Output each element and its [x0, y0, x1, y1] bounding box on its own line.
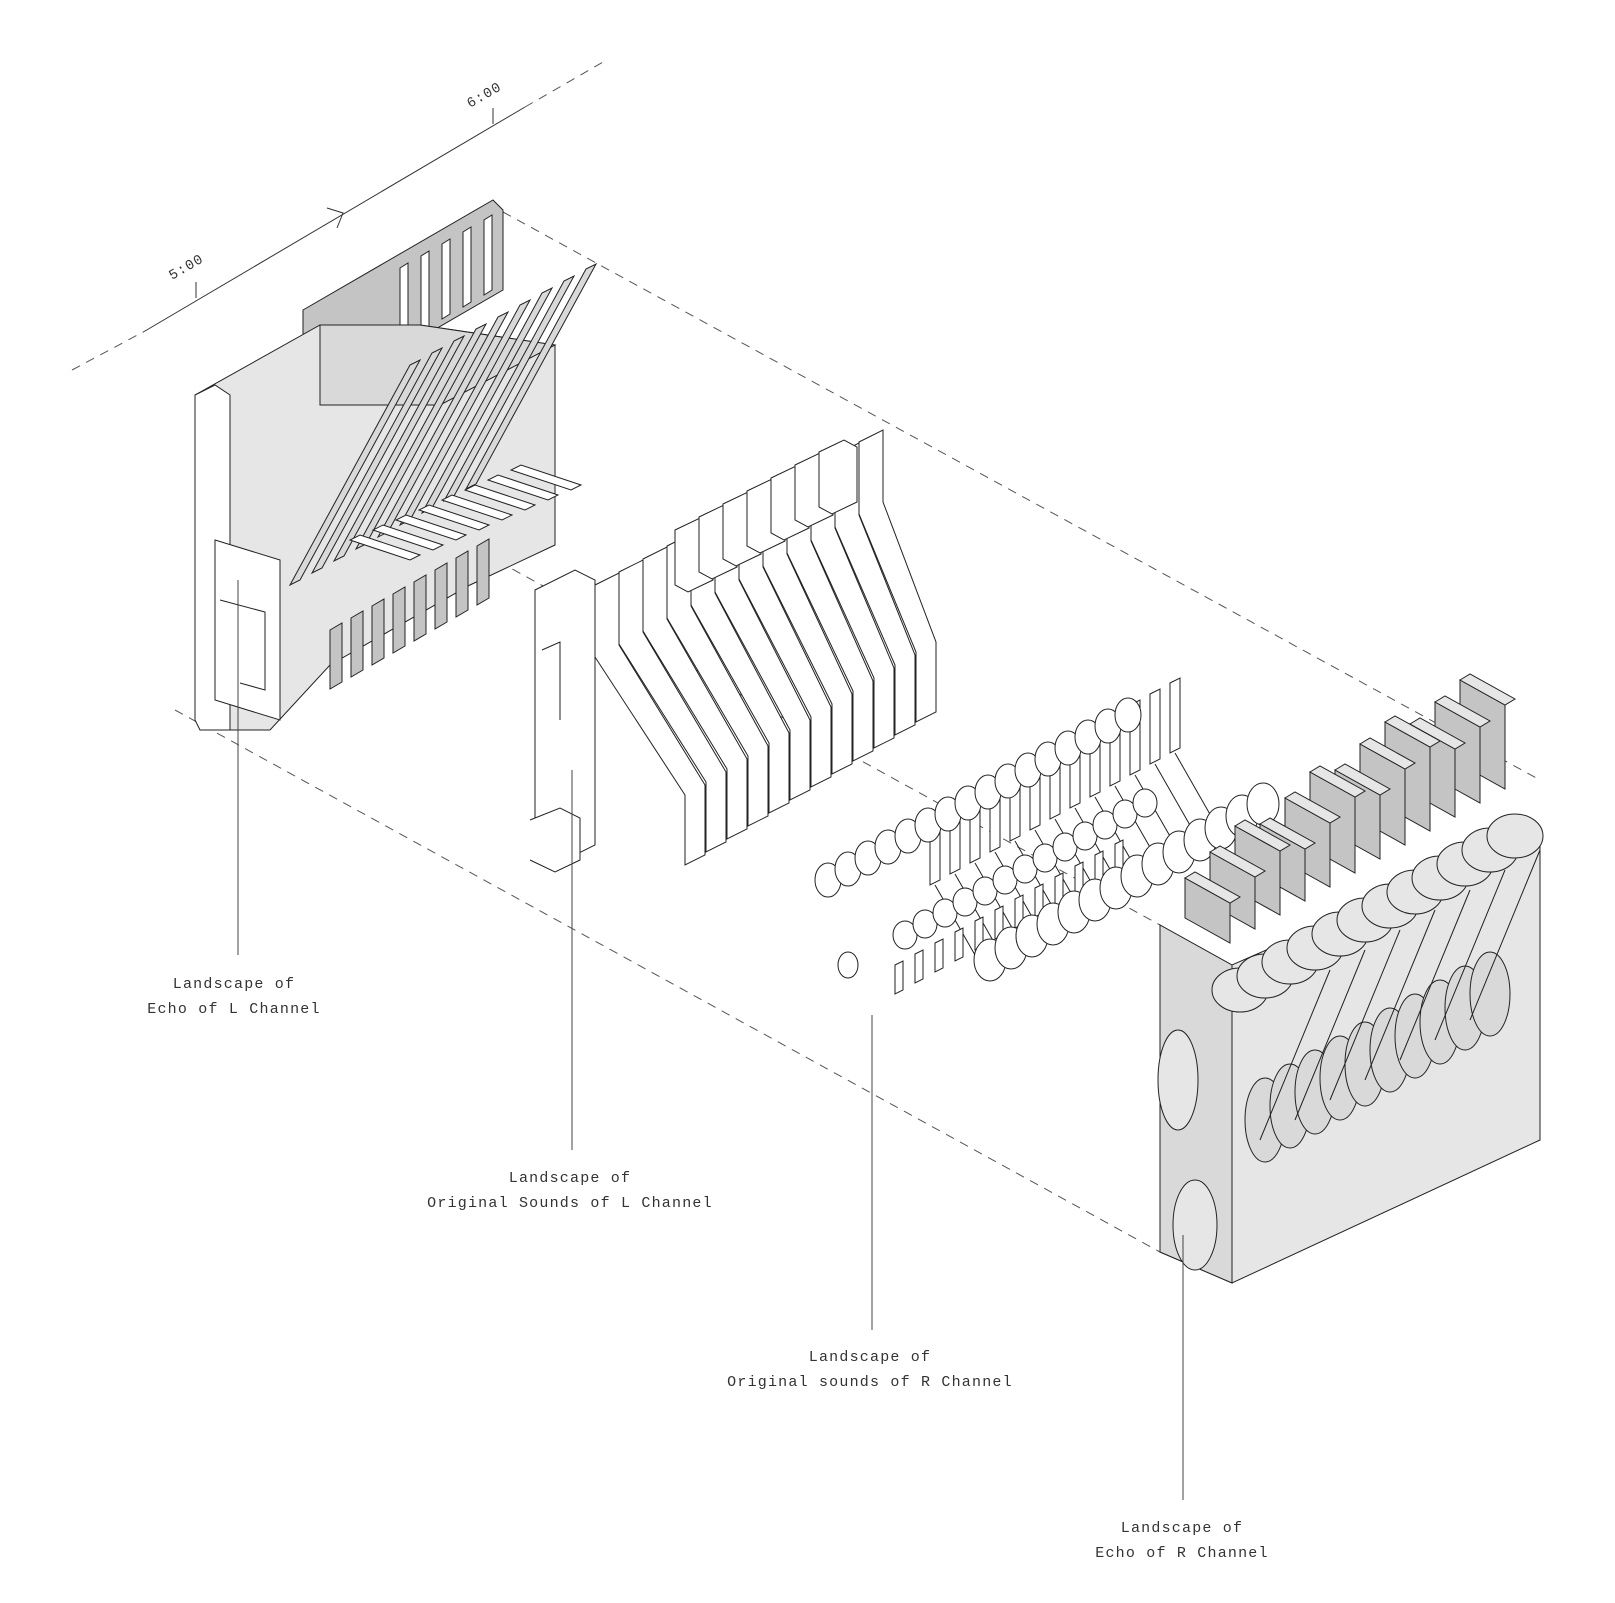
original-r-post	[934, 938, 944, 973]
echo-l-terrace	[486, 474, 560, 501]
echo-r-diagonal-streak	[1469, 849, 1541, 1021]
labels: Landscape of Echo of L Channel Landscape…	[147, 976, 1268, 1562]
echo-r-diagonal-streak	[1364, 909, 1436, 1081]
echo-l-diagonal-strips	[288, 262, 598, 587]
original-r-disc-endcap	[837, 951, 859, 979]
original-l-base-bracket	[529, 807, 581, 873]
echo-l-diagonal-strip	[354, 322, 488, 551]
original-r-disc-middle	[1132, 788, 1158, 818]
label-echo-l-line1: Landscape of	[173, 976, 295, 993]
echo-r-fin-top	[1209, 845, 1266, 878]
echo-l-terrace	[394, 514, 468, 541]
original-r-disc-upper	[1114, 697, 1142, 733]
original-l-plate	[594, 572, 706, 866]
label-echo-r-line2: Echo of R Channel	[1095, 1545, 1268, 1562]
echo-l-back-ribs	[399, 214, 493, 344]
original-r-post	[954, 927, 964, 962]
echo-r-fin-top	[1234, 819, 1291, 852]
echo-l-front-rib	[371, 598, 385, 666]
echo-l-front-rib	[413, 574, 427, 642]
label-echo-r-line1: Landscape of	[1121, 1520, 1243, 1537]
original-l-front-notch	[541, 641, 561, 720]
original-l-plate	[642, 546, 748, 840]
echo-r-fin-top	[1384, 715, 1441, 748]
echo-r-fin-top	[1184, 871, 1241, 904]
echo-l-terrace	[509, 464, 583, 491]
echo-r-side-oval-upper	[1157, 1029, 1199, 1131]
echo-l-front-notch-detail	[219, 599, 266, 691]
echo-r-fin-top	[1259, 817, 1316, 850]
echo-l-front-ribs	[329, 538, 490, 690]
echo-l-terrace	[463, 484, 537, 511]
timeline-dash-right	[524, 61, 604, 108]
echo-l-back-rib	[483, 214, 493, 296]
original-l-plate	[858, 429, 937, 723]
echo-l-front-rib	[350, 610, 364, 678]
label-original-r-line2: Original sounds of R Channel	[727, 1374, 1013, 1391]
original-r-stick-diagonal	[1154, 763, 1196, 835]
echo-l-diagonal-strip	[288, 358, 422, 587]
original-r-disc-lower	[1246, 782, 1280, 826]
alignment-line-bottom	[174, 709, 1161, 1253]
echo-r-diagonal-streak	[1434, 869, 1506, 1041]
label-leaders	[237, 580, 1184, 1500]
echo-l-back-rib	[420, 250, 430, 332]
original-r-post	[914, 949, 924, 984]
echo-l-back-rib	[441, 238, 451, 320]
echo-r-blob-lower	[1469, 951, 1511, 1037]
echo-l-terrace	[417, 504, 491, 531]
landscape-echo-r-model	[1157, 673, 1544, 1284]
echo-r-fins	[1184, 673, 1516, 944]
echo-r-fin-top	[1309, 765, 1366, 798]
timeline-axis-line	[144, 106, 526, 332]
echo-l-front-rib	[476, 538, 490, 606]
echo-l-terrace	[371, 524, 445, 551]
echo-r-fin-top	[1359, 737, 1416, 770]
echo-r-fin-top	[1284, 791, 1341, 824]
timeline-dash-left	[71, 330, 146, 371]
label-original-l-line2: Original Sounds of L Channel	[427, 1195, 713, 1212]
original-l-plate	[618, 559, 727, 853]
original-r-stick-diagonal	[1174, 752, 1216, 824]
echo-r-diagonal-streak	[1329, 929, 1401, 1101]
echo-r-diagonal-streak	[1294, 949, 1366, 1121]
echo-r-side-oval-lower	[1172, 1179, 1218, 1271]
original-l-plate	[834, 442, 916, 736]
original-l-block	[818, 439, 858, 515]
echo-r-fin-top	[1434, 695, 1491, 728]
timeline-tick-label-5: 5:00	[167, 252, 208, 285]
landscape-original-l-model	[529, 429, 937, 873]
original-r-discs	[814, 697, 1280, 982]
original-r-stick	[1149, 688, 1161, 765]
echo-r-diagonal-streak	[1399, 889, 1471, 1061]
original-r-post	[894, 960, 904, 995]
timeline-tick-label-6: 6:00	[465, 80, 506, 113]
label-echo-l-line2: Echo of L Channel	[147, 1001, 320, 1018]
timeline-direction-arrow	[326, 207, 344, 229]
echo-l-front-rib	[455, 550, 469, 618]
echo-l-diagonal-strip	[310, 346, 444, 575]
landscape-original-r-model	[814, 677, 1280, 995]
echo-r-diagonal-streak	[1259, 969, 1331, 1141]
label-original-l-line1: Landscape of	[509, 1170, 631, 1187]
echo-l-front-rib	[392, 586, 406, 654]
original-r-stick	[1169, 677, 1181, 754]
label-original-r-line1: Landscape of	[809, 1349, 931, 1366]
echo-r-blob-top	[1486, 813, 1544, 859]
original-l-plates	[594, 429, 937, 866]
echo-l-terrace	[440, 494, 514, 521]
alignment-line-top	[502, 211, 1541, 781]
echo-l-front-rib	[434, 562, 448, 630]
echo-r-blob-surface	[1211, 813, 1544, 1163]
echo-r-fin-top	[1334, 763, 1391, 796]
landscape-echo-l-model	[194, 199, 598, 731]
echo-l-diagonal-strip	[332, 334, 466, 563]
echo-l-front-rib	[329, 622, 343, 690]
echo-l-back-rib	[462, 226, 472, 308]
echo-l-terrace	[348, 534, 422, 561]
echo-r-fin-top	[1459, 673, 1516, 706]
